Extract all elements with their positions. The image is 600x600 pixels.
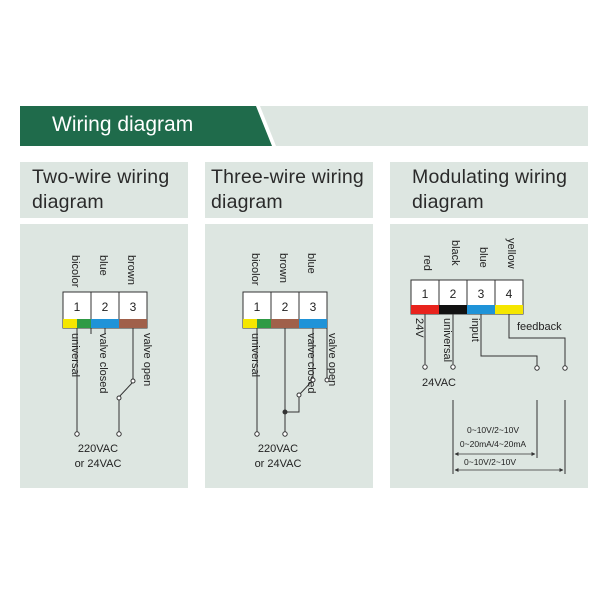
color-strip-blue (299, 319, 327, 328)
wire-color-label: bicolor (69, 255, 81, 288)
supply-label: 220VAC (258, 443, 298, 455)
signal-label: valve closed (305, 333, 317, 394)
supply-terminal (450, 364, 456, 370)
page-title: Wiring diagram (52, 113, 194, 136)
supply-label: 24VAC (422, 377, 456, 389)
terminal-number: 3 (130, 300, 137, 314)
switch-contact (296, 392, 302, 398)
color-strip-brown (119, 319, 147, 328)
switch-contact (310, 377, 316, 383)
color-strip-blue (91, 319, 119, 328)
color-strip-red (411, 305, 439, 314)
signal-terminal (562, 365, 568, 371)
color-strip-green (77, 319, 91, 328)
signal-label: 24V (413, 318, 425, 338)
color-strip-blue (467, 305, 495, 314)
color-strip-yellow (495, 305, 523, 314)
signal-label: valve closed (97, 333, 109, 394)
range-label: 0~10V/2~10V (467, 425, 519, 435)
wiring-lines (256, 328, 328, 432)
header-band-dark (20, 106, 272, 146)
terminal-number: 4 (506, 287, 513, 301)
signal-terminal (534, 365, 540, 371)
switch-contact (324, 377, 330, 383)
switch-contact (130, 378, 136, 384)
switch-contact (116, 395, 122, 401)
wire-color-label: bicolor (249, 253, 261, 286)
wire-color-label: black (449, 240, 461, 266)
signal-label: valve open (141, 333, 153, 386)
supply-terminal (422, 364, 428, 370)
wire-color-label: blue (305, 253, 317, 274)
supply-label: or 24VAC (75, 458, 122, 470)
wire-color-label: brown (277, 253, 289, 283)
wire-color-label: red (421, 255, 433, 271)
two-wire-diagram: bicolor blue brown 1 2 3 universal valve… (62, 255, 153, 470)
supply-label: or 24VAC (255, 458, 302, 470)
color-strip-green (257, 319, 271, 328)
wire-color-label: blue (97, 255, 109, 276)
terminal-number: 2 (450, 287, 457, 301)
supply-terminal (282, 431, 288, 437)
range-label: 0~10V/2~10V (464, 457, 516, 467)
supply-label: 220VAC (78, 443, 118, 455)
wiring-lines (76, 328, 134, 432)
supply-terminal (74, 431, 80, 437)
terminal-number: 3 (310, 300, 317, 314)
three-wire-diagram: bicolor brown blue 1 2 3 universal valve… (242, 253, 338, 470)
signal-label: universal (69, 333, 81, 377)
terminal-number: 2 (102, 300, 109, 314)
header-band-light (260, 106, 588, 146)
wire-color-label: blue (477, 247, 489, 268)
range-label: 0~20mA/4~20mA (460, 439, 526, 449)
supply-terminal (116, 431, 122, 437)
wiring-lines (424, 314, 566, 474)
signal-label: valve open (326, 333, 338, 386)
header-band (20, 106, 588, 146)
terminal-number: 1 (422, 287, 429, 301)
panel-two-wire-body (20, 224, 188, 488)
color-strip-yellow (243, 319, 257, 328)
color-strip-black (439, 305, 467, 314)
color-strip-brown (271, 319, 299, 328)
signal-label: feedback (517, 321, 562, 333)
terminal-number: 1 (74, 300, 81, 314)
terminal-number: 3 (478, 287, 485, 301)
signal-label: universal (441, 318, 453, 362)
terminal-number: 2 (282, 300, 289, 314)
signal-label: input (469, 318, 481, 342)
wire-color-label: yellow (505, 238, 517, 269)
supply-terminal (254, 431, 260, 437)
panel-three-wire-body (205, 224, 373, 488)
wire-color-label: brown (125, 255, 137, 285)
modulating-diagram: red black blue yellow 1 2 3 4 24V univer… (410, 238, 568, 474)
junction-dot (282, 409, 288, 415)
color-strip-yellow (63, 319, 77, 328)
signal-label: universal (249, 333, 261, 377)
terminal-number: 1 (254, 300, 261, 314)
